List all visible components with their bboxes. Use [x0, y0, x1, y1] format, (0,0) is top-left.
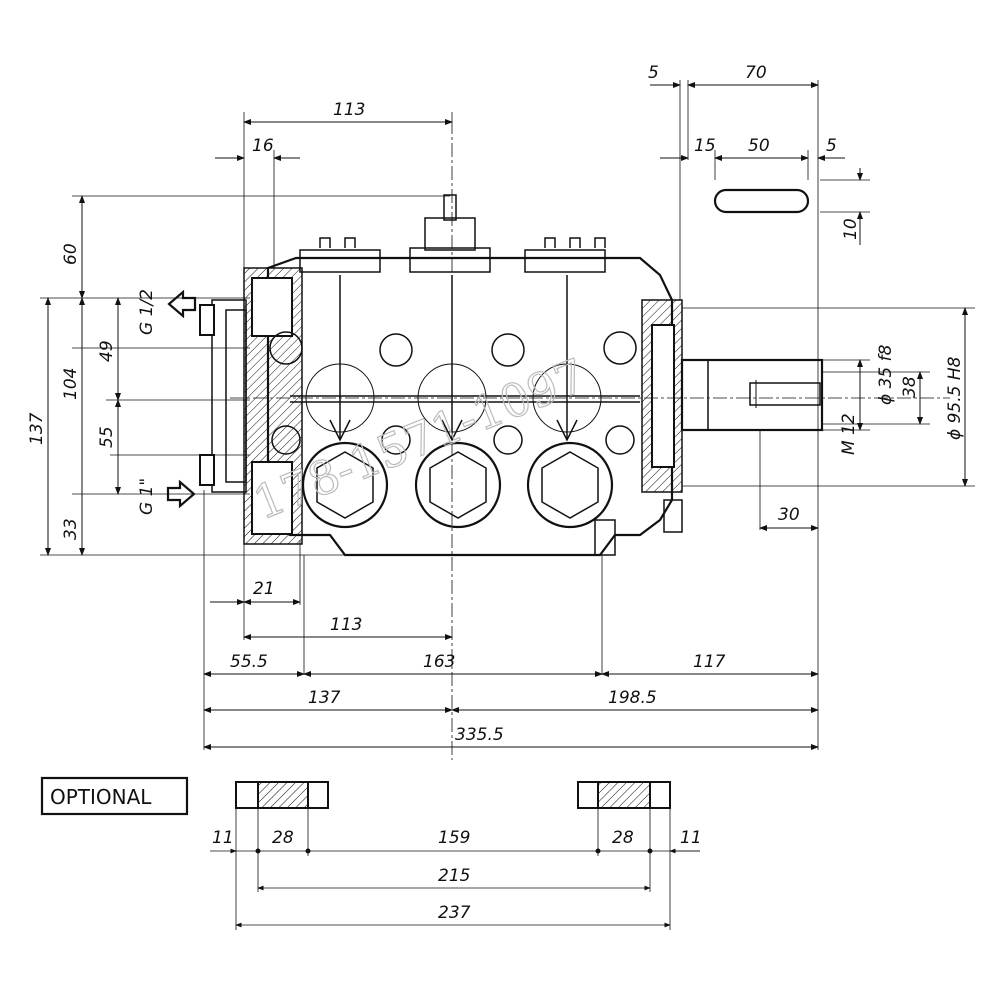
port-inlet-label: G 1": [137, 478, 157, 515]
opt-dim-28b: 28: [612, 828, 634, 848]
dim-top-15: 15: [694, 136, 716, 156]
center-lines: [230, 120, 950, 760]
dim-left-33: 33: [61, 518, 81, 540]
dim-key-10: 10: [841, 218, 861, 240]
dim-top-113: 113: [333, 100, 365, 120]
dim-flange-dia: ϕ 95.5 H8: [945, 356, 965, 440]
opt-dim-215: 215: [438, 866, 470, 886]
dim-shaft-30: 30: [778, 505, 800, 525]
dim-top-5: 5: [648, 63, 659, 83]
dim-left-104: 104: [61, 368, 81, 400]
port-outlet-label: G 1/2: [137, 289, 157, 335]
dim-left-55: 55: [97, 426, 117, 448]
dim-bot-163: 163: [423, 652, 455, 672]
dim-shaft-dia: ϕ 35 f8: [876, 344, 896, 405]
key-slot: [713, 188, 810, 214]
optional-label: OPTIONAL: [50, 785, 152, 809]
pump-body: [199, 194, 824, 557]
dim-bot-113: 113: [330, 615, 362, 635]
dim-bot-335-5: 335.5: [455, 725, 504, 745]
optional-label-box: [40, 776, 189, 816]
dim-left-60: 60: [61, 243, 81, 265]
port-arrows: [166, 289, 197, 509]
opt-dim-28a: 28: [272, 828, 294, 848]
opt-dim-11a: 11: [212, 828, 234, 848]
dim-bot-55-5: 55.5: [230, 652, 268, 672]
opt-dim-237: 237: [438, 903, 471, 923]
dim-top-16: 16: [252, 136, 274, 156]
dimension-lines: [45, 82, 968, 750]
dim-top-50: 50: [748, 136, 770, 156]
dim-top-70: 70: [745, 63, 767, 83]
opt-dim-11b: 11: [680, 828, 702, 848]
dimension-labels: 5 70 113 16 15 50 5 10 60 104 137 49 55 …: [27, 63, 965, 745]
dim-bot-198-5: 198.5: [608, 688, 657, 708]
dim-bot-137: 137: [308, 688, 341, 708]
opt-dim-159: 159: [438, 828, 470, 848]
dim-thread: M 12: [839, 413, 859, 455]
dim-bot-21: 21: [253, 579, 275, 599]
dim-shaft-38: 38: [900, 376, 920, 398]
dim-bot-117: 117: [693, 652, 726, 672]
optional-section: OPTIONAL 11 28: [40, 776, 702, 930]
dim-top-5b: 5: [826, 136, 837, 156]
dim-left-49: 49: [97, 340, 117, 362]
dim-left-137: 137: [27, 412, 47, 445]
